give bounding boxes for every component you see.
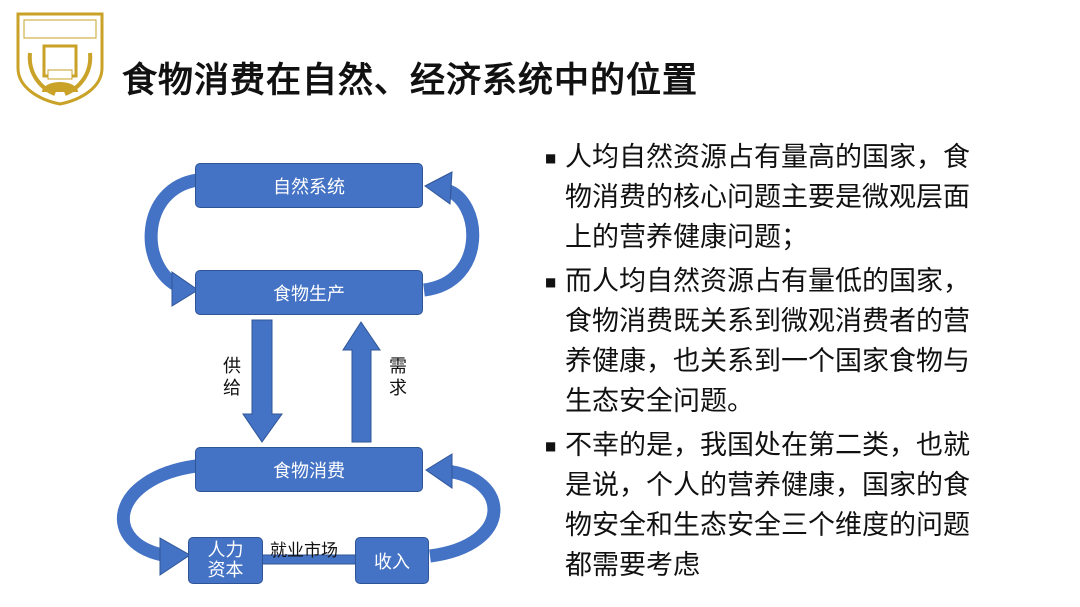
bullet-item: ■ 人均自然资源占有量高的国家，食物消费的核心问题主要是微观层面上的营养健康问题… [545,138,1005,258]
cycle-arrow-top-left [144,173,200,293]
food-production-box: 食物生产 [195,270,423,315]
supply-arrow-down [242,319,283,443]
bullet-list: ■ 人均自然资源占有量高的国家，食物消费的核心问题主要是微观层面上的营养健康问题… [545,138,1005,590]
food-consumption-box: 食物消费 [195,447,423,492]
page-title: 食物消费在自然、经济系统中的位置 [122,60,699,101]
human-capital-box: 人力资本 [188,537,263,584]
arrowhead-top-left [171,271,199,307]
bullet-item: ■ 不幸的是，我国处在第二类，也就是说，个人的营养健康，国家的食物安全和生态安全… [545,426,1005,586]
cycle-arrow-top-right [422,183,480,297]
arrowhead-bottom-left [159,537,191,576]
cycle-arrow-bottom-left [117,459,197,563]
job-market-label: 就业市场 [270,541,338,561]
bullet-square-icon: ■ [545,275,557,289]
arrowhead-bottom-right [425,453,453,489]
income-box: 收入 [355,537,429,584]
supply-label: 供给 [223,356,241,399]
demand-label: 需求 [389,356,407,399]
cycle-arrow-bottom-right [429,464,501,563]
university-logo [10,8,110,106]
arrowhead-top-right [424,171,453,205]
bullet-square-icon: ■ [545,151,557,165]
bullet-item: ■ 而人均自然资源占有量低的国家，食物消费既关系到微观消费者的营养健康，也关系到… [545,262,1005,422]
natural-system-box: 自然系统 [195,163,423,208]
bullet-square-icon: ■ [545,439,557,453]
demand-arrow-up [342,321,381,443]
